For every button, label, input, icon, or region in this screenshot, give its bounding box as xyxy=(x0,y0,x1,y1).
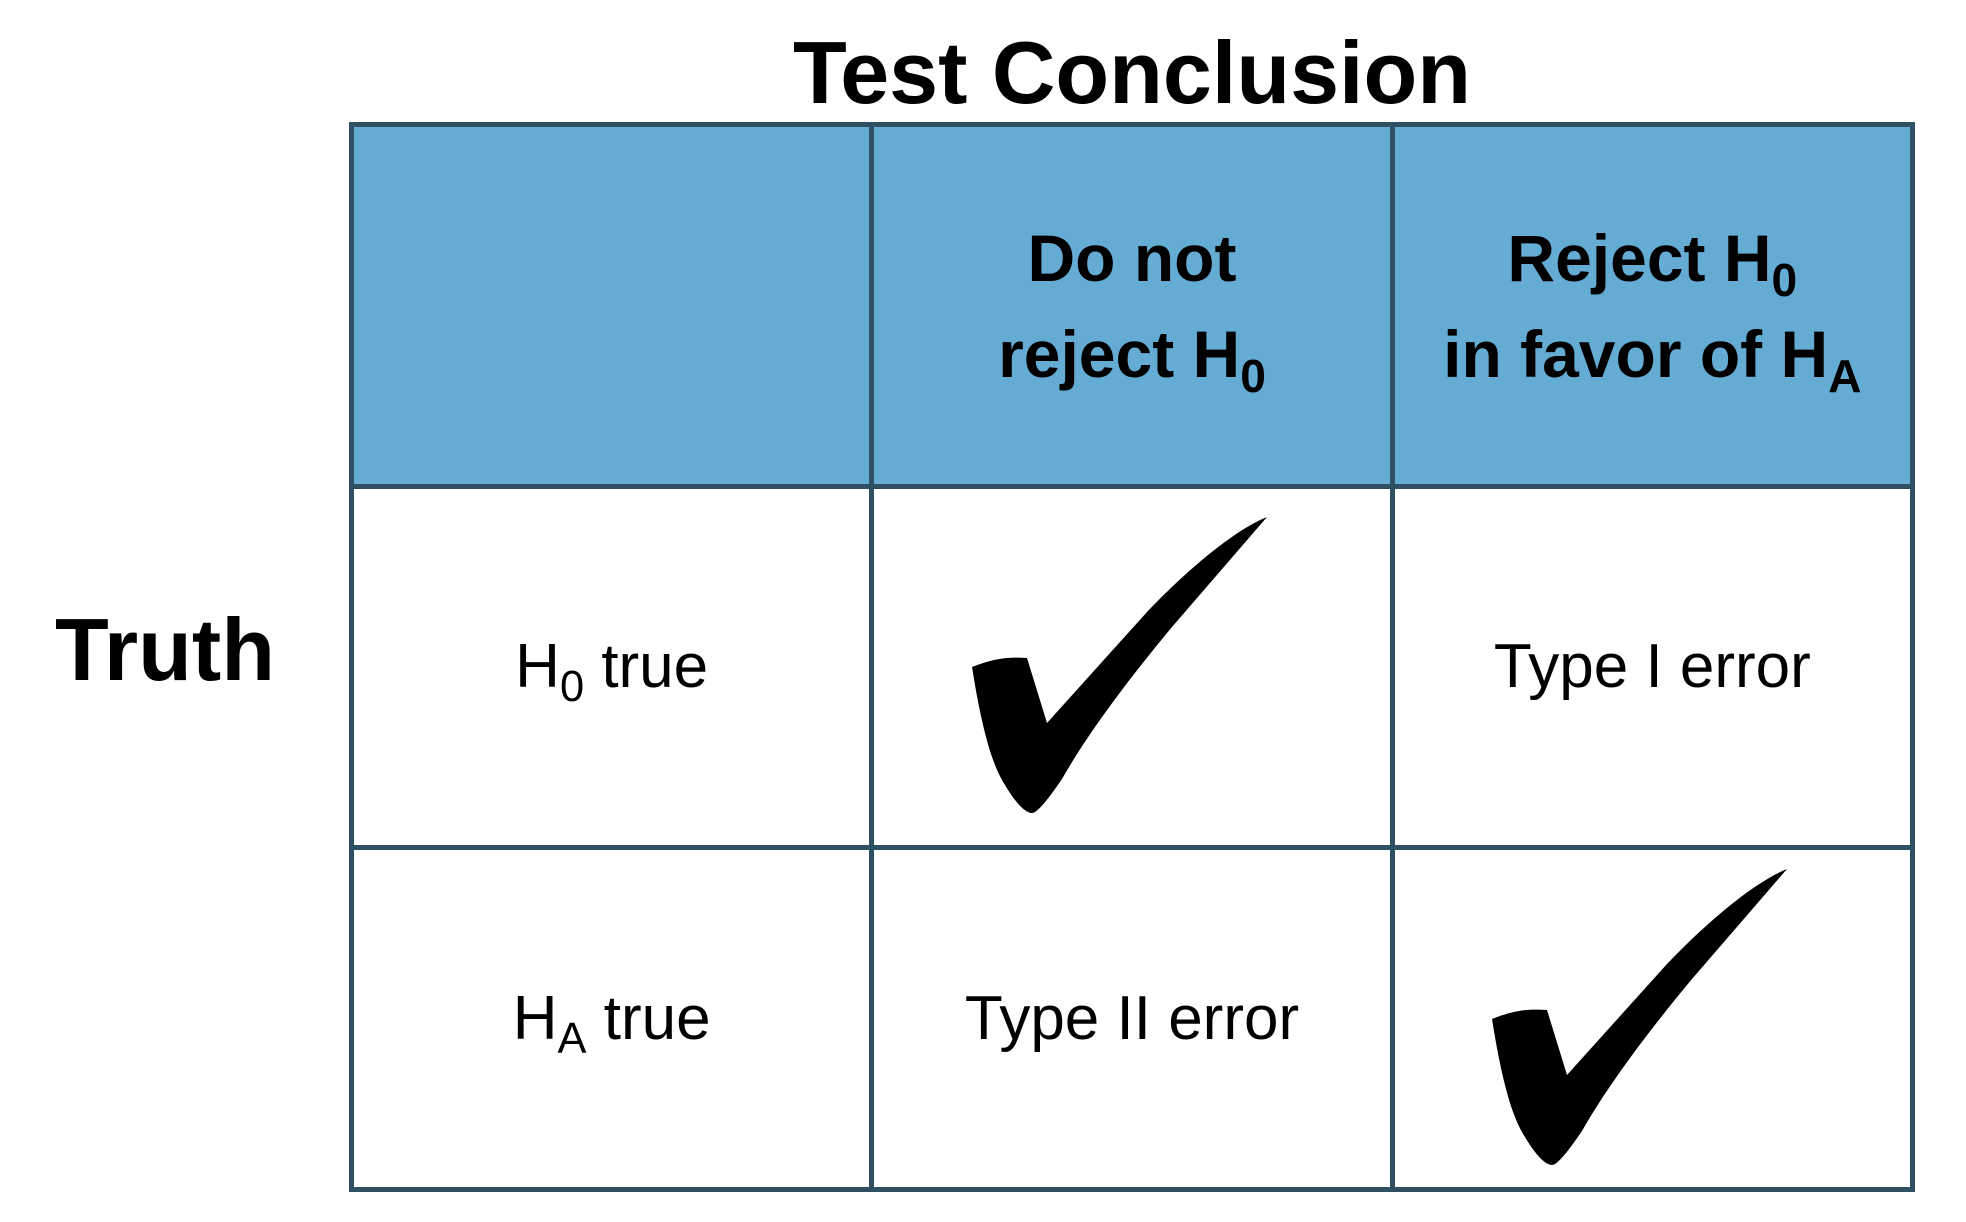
row-h0-label-main: H xyxy=(515,632,560,701)
header-reject-line1-subscript: 0 xyxy=(1771,253,1798,306)
check-mark-icon xyxy=(971,517,1267,813)
header-empty-cell xyxy=(354,127,870,484)
check-mark-icon xyxy=(1492,868,1788,1165)
header-reject-line1: Reject H xyxy=(1507,220,1772,295)
header-reject: Reject H0 in favor of HA xyxy=(1394,127,1910,484)
decision-table: Do not reject H0 Reject H0 in favor of H… xyxy=(349,122,1915,1192)
row-ha-reject-cell xyxy=(1394,850,1910,1187)
header-reject-line2-subscript: A xyxy=(1828,349,1862,402)
header-do-not-reject-subscript: 0 xyxy=(1240,349,1266,402)
header-do-not-reject-line2: reject H xyxy=(998,316,1241,391)
row-ha-label-suffix: true xyxy=(603,983,711,1053)
row-h0-label-suffix: true xyxy=(601,632,709,701)
table-title: Test Conclusion xyxy=(793,23,1471,122)
row-ha-do-not-reject-cell: Type II error xyxy=(874,850,1390,1187)
header-reject-line2: in favor of H xyxy=(1443,316,1829,391)
row-h0-label: H0 true xyxy=(354,489,870,845)
row-ha-label: HA true xyxy=(354,850,870,1187)
row-ha-label-main: H xyxy=(512,983,558,1053)
row-axis-label: Truth xyxy=(55,600,275,699)
row-h0-reject-cell: Type I error xyxy=(1394,489,1910,845)
row-ha-label-subscript: A xyxy=(557,1014,587,1063)
header-do-not-reject-line1: Do not xyxy=(1027,220,1237,295)
row-h0-label-subscript: 0 xyxy=(559,662,585,711)
header-do-not-reject: Do not reject H0 xyxy=(874,127,1390,484)
row-h0-do-not-reject-cell xyxy=(874,489,1390,845)
